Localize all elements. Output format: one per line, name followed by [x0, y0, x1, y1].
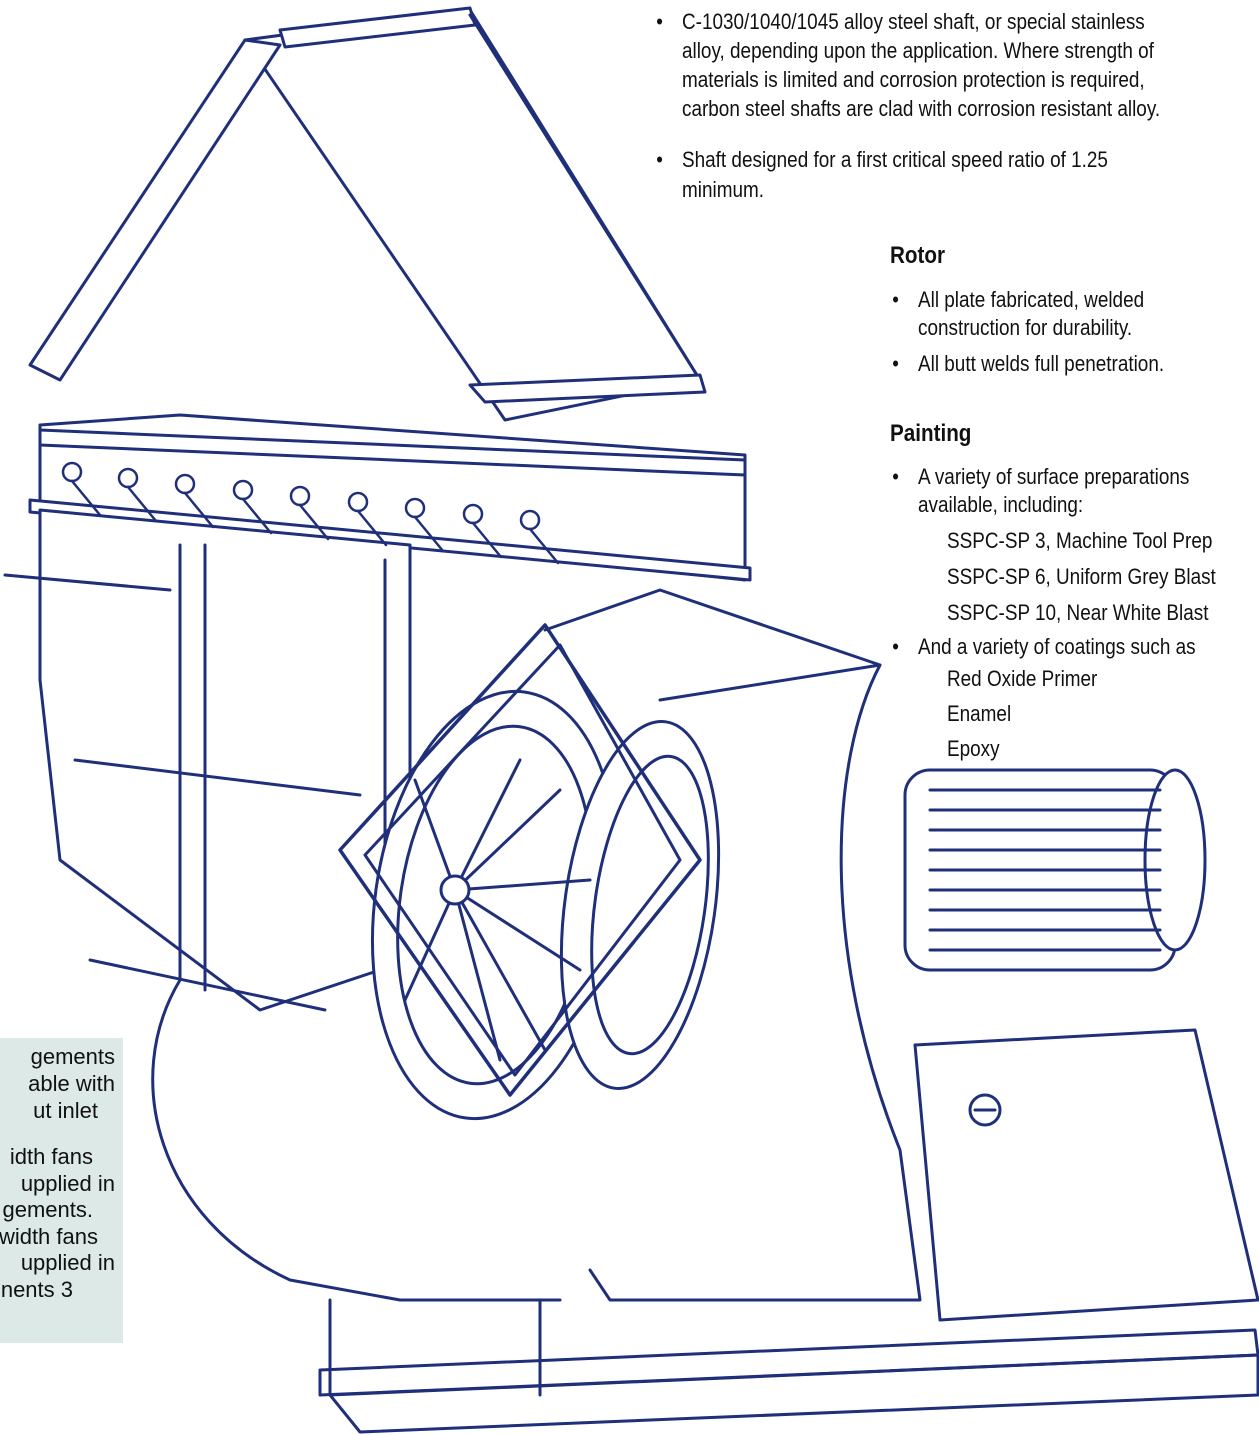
painting-heading: Painting [890, 420, 972, 447]
bullet-line: All plate fabricated, welded [918, 287, 1145, 312]
note-line: nents 3 [0, 1277, 73, 1302]
bullet-line: available, including: [918, 492, 1084, 517]
bullet-line: carbon steel shafts are clad with corros… [682, 96, 1161, 121]
prep-item: SSPC-SP 10, Near White Blast [947, 600, 1209, 625]
prep-item: SSPC-SP 6, Uniform Grey Blast [947, 564, 1216, 589]
note-line: gements. [2, 1197, 94, 1222]
rotor-heading: Rotor [890, 242, 946, 269]
rotor-bullet-1: All plate fabricated, welded [892, 286, 1145, 314]
scroll-housing [151, 588, 922, 1302]
note-line: able with [28, 1071, 115, 1096]
shaft-bullet-2: Shaft designed for a first critical spee… [656, 146, 1108, 174]
note-line: width fans [0, 1224, 98, 1249]
bullet-line: minimum. [682, 177, 764, 202]
inlet-box [3, 413, 752, 1012]
motor [903, 768, 1207, 972]
base-frame [318, 1298, 1259, 1434]
painting-bullet-2: And a variety of coatings such as [892, 633, 1196, 661]
note-line: upplied in [20, 1171, 115, 1196]
note-line: ut inlet [33, 1098, 98, 1123]
bullet-line: All butt welds full penetration. [918, 351, 1165, 376]
bullet-line: alloy, depending upon the application. W… [682, 38, 1154, 63]
inlet-flange [338, 623, 702, 1097]
bullet-line: And a variety of coatings such as [918, 634, 1196, 659]
note-line: upplied in [20, 1250, 115, 1275]
bullet-line: construction for durability. [918, 315, 1133, 340]
prep-item: SSPC-SP 3, Machine Tool Prep [947, 528, 1213, 553]
painting-bullet-1: A variety of surface preparations [892, 463, 1190, 491]
note-line: gements [30, 1044, 115, 1069]
rotor-bullet-2: All butt welds full penetration. [892, 350, 1165, 378]
bullet-line: materials is limited and corrosion prote… [682, 67, 1145, 92]
note-line: idth fans [9, 1144, 93, 1169]
bullet-line: C-1030/1040/1045 alloy steel shaft, or s… [682, 9, 1145, 34]
inlet-hood [28, 6, 707, 422]
shaft-bullet-1: C-1030/1040/1045 alloy steel shaft, or s… [656, 8, 1145, 36]
motor-pedestal [913, 1028, 1259, 1322]
bullet-line: Shaft designed for a first critical spee… [682, 147, 1108, 172]
bullet-line: A variety of surface preparations [918, 464, 1190, 489]
coating-item: Epoxy [947, 736, 1000, 761]
note-box: gements able with ut inlet idth fans upp… [0, 1038, 123, 1343]
damper-handles [61, 461, 560, 565]
coating-item: Red Oxide Primer [947, 666, 1098, 691]
fan-wheel [370, 689, 721, 1121]
coating-item: Enamel [947, 701, 1012, 726]
